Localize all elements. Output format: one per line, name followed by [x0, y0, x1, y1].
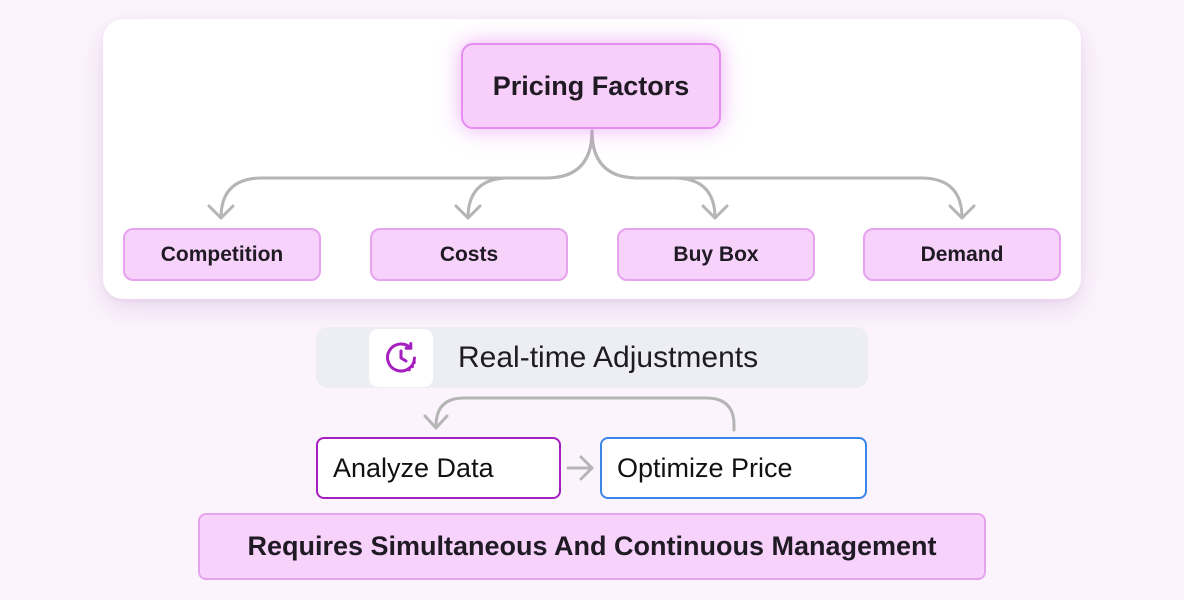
- loop-back-arrowhead: [423, 414, 449, 430]
- forward-arrowhead: [579, 455, 594, 481]
- optimize-price-box: Optimize Price: [600, 437, 867, 499]
- clock-refresh-icon: [386, 342, 416, 373]
- realtime-adjustments-label: Real-time Adjustments: [458, 341, 759, 374]
- factor-demand: Demand: [863, 228, 1061, 281]
- factor-costs: Costs: [370, 228, 568, 281]
- analyze-data-box: Analyze Data: [316, 437, 561, 499]
- loop-back-connector: [434, 396, 736, 432]
- factor-buy-box: Buy Box: [617, 228, 815, 281]
- realtime-icon-box: [369, 329, 433, 387]
- pricing-factors-node: Pricing Factors: [461, 43, 721, 129]
- factor-competition: Competition: [123, 228, 321, 281]
- management-banner: Requires Simultaneous And Continuous Man…: [198, 513, 986, 580]
